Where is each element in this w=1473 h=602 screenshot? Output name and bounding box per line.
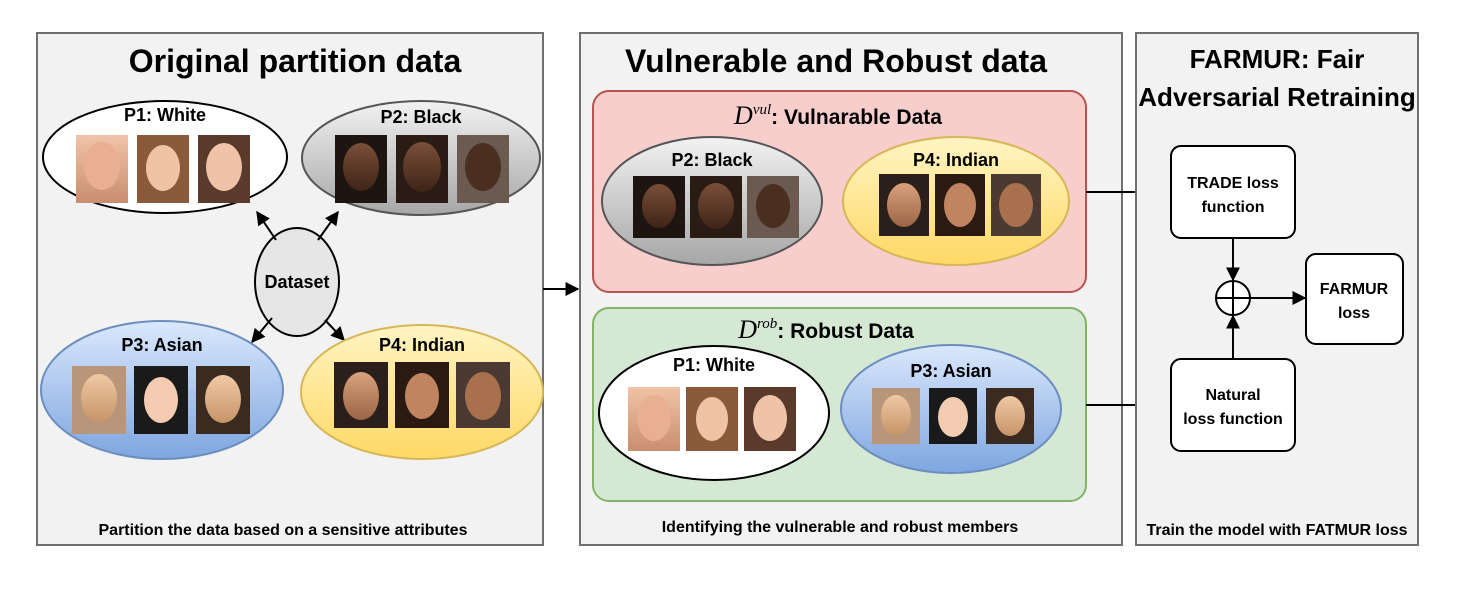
face-thumbnail — [872, 388, 920, 444]
face-thumbnail — [395, 362, 449, 428]
group-p1-white-label: P1: White — [124, 105, 206, 125]
face-thumbnail — [690, 176, 742, 238]
rob-group-p1-white: P1: White — [598, 345, 830, 481]
vul-group-p2-black: P2: Black — [601, 136, 823, 266]
dataset-to-p1-arrow — [256, 210, 277, 241]
natural-loss-box — [1170, 358, 1296, 452]
face-thumbnail — [456, 362, 510, 428]
vulnerable-heading: Dvul: Vulnarable Data — [733, 101, 942, 130]
face-thumbnail — [628, 387, 680, 451]
robust-heading: Drob: Robust Data — [737, 315, 914, 344]
face-thumbnail — [196, 366, 250, 434]
group-p3-asian-label: P3: Asian — [121, 335, 202, 355]
face-thumbnail — [929, 388, 977, 444]
farmur-loss-box — [1305, 253, 1404, 345]
face-thumbnail — [72, 366, 126, 434]
panel-farmur-title-line1: FARMUR: Fair — [1190, 44, 1365, 74]
vul-group-p2-label: P2: Black — [671, 150, 753, 170]
rob-group-p3-label: P3: Asian — [910, 361, 991, 381]
face-thumbnail — [335, 135, 387, 203]
vul-group-p4-indian: P4: Indian — [842, 136, 1070, 266]
face-thumbnail — [986, 388, 1034, 444]
trade-loss-box — [1170, 145, 1296, 239]
rob-group-p3-asian: P3: Asian — [840, 344, 1062, 474]
group-p3-asian: P3: Asian — [40, 320, 284, 460]
panel-farmur: FARMUR: Fair Adversarial Retraining Trai… — [1135, 32, 1419, 546]
rob-group-p1-label: P1: White — [673, 355, 755, 375]
face-thumbnail — [686, 387, 738, 451]
group-p1-white: P1: White — [42, 100, 288, 214]
face-thumbnail — [747, 176, 799, 238]
sum-operator-icon — [1215, 280, 1251, 316]
panel-original-caption: Partition the data based on a sensitive … — [99, 522, 468, 539]
trade-loss-line1: TRADE loss — [1187, 175, 1279, 192]
panel-farmur-title-line2: Adversarial Retraining — [1138, 82, 1415, 112]
face-thumbnail — [457, 135, 509, 203]
dataset-to-p4-arrow — [324, 319, 345, 342]
panel-vulnerable-caption: Identifying the vulnerable and robust me… — [662, 519, 1019, 536]
group-p2-black-label: P2: Black — [380, 107, 462, 127]
trade-loss-line2: function — [1201, 199, 1264, 216]
group-p2-black: P2: Black — [301, 100, 541, 216]
face-thumbnail — [396, 135, 448, 203]
face-thumbnail — [198, 135, 250, 203]
face-thumbnail — [137, 135, 189, 203]
face-thumbnail — [76, 135, 128, 203]
panel-farmur-caption: Train the model with FATMUR loss — [1146, 522, 1407, 539]
face-thumbnail — [334, 362, 388, 428]
dataset-node — [254, 227, 340, 337]
dataset-label: Dataset — [264, 272, 329, 292]
panel-vulnerable: Vulnerable and Robust data Identifying t… — [579, 32, 1123, 546]
dataset-to-p3-arrow — [251, 317, 273, 344]
face-thumbnail — [879, 174, 929, 236]
panel-original: Original partition data Partition the da… — [36, 32, 544, 546]
panel-vulnerable-title: Vulnerable and Robust data — [625, 43, 1047, 79]
dataset-to-p2-arrow — [317, 210, 339, 241]
robust-data-box: Drob: Robust Data P1: White P3: Asian — [592, 307, 1087, 502]
farmur-loss-line1: FARMUR — [1320, 281, 1389, 298]
farmur-loss-line2: loss — [1338, 305, 1370, 322]
vulnerable-data-box: Dvul: Vulnarable Data P2: Black P4: Indi… — [592, 90, 1087, 293]
face-thumbnail — [633, 176, 685, 238]
face-thumbnail — [744, 387, 796, 451]
group-p4-indian-label: P4: Indian — [379, 335, 465, 355]
group-p4-indian: P4: Indian — [300, 324, 544, 460]
vul-group-p4-label: P4: Indian — [913, 150, 999, 170]
natural-loss-line2: loss function — [1183, 411, 1283, 428]
face-thumbnail — [935, 174, 985, 236]
panel-original-title: Original partition data — [129, 43, 462, 79]
face-thumbnail — [134, 366, 188, 434]
natural-loss-line1: Natural — [1205, 387, 1260, 404]
face-thumbnail — [991, 174, 1041, 236]
